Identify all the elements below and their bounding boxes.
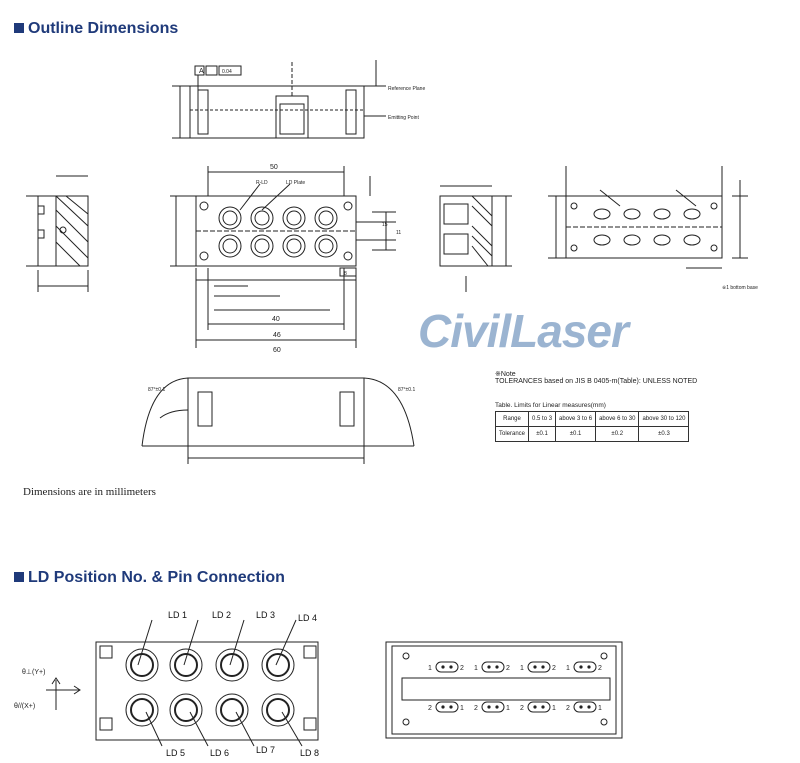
ld-1-label: LD 1 [168,610,187,620]
pin-connection-view [385,641,623,739]
pin-top-left-number: 1 [428,665,432,672]
pin-top-left-number: 1 [474,665,478,672]
ld-8-label: LD 8 [300,748,319,758]
dim-11-label: 11 [396,230,401,236]
table-cell: ±0.1 [555,426,597,442]
pin-bottom-right-number: 1 [552,705,556,712]
title-square-icon [14,572,24,582]
axis-y-label: θ⊥(Y+) [22,669,45,676]
dim-46-label: 46 [273,332,281,339]
ld-chip-label: R-LD [256,180,268,186]
angled-side-view [141,377,415,464]
pin-top-right-number: 2 [506,665,510,672]
ld-7-label: LD 7 [256,745,275,755]
pin-top-left-number: 1 [520,665,524,672]
ld-6-label: LD 6 [210,748,229,758]
emitting-point-label: Emitting Point [388,115,419,121]
pin-top-left-number: 1 [566,665,570,672]
pin-bottom-left-number: 2 [520,705,524,712]
ld-3-label: LD 3 [256,610,275,620]
ld-2-label: LD 2 [212,610,231,620]
ld-position-title: LD Position No. & Pin Connection [14,569,285,587]
table-caption: Table. Limits for Linear measures(mm) [495,402,606,409]
outline-dimensions-title-text: Outline Dimensions [28,20,179,37]
angle-right-label: 87°±0.1 [398,387,415,393]
side-section-view [439,185,512,292]
pin-top-right-number: 2 [552,665,556,672]
top-side-view [172,60,386,139]
tolerance-table: Range 0.5 to 3 above 3 to 6 above 6 to 3… [494,411,690,442]
dim-15-label: 15 [382,222,388,228]
angle-left-label: 87°±0.1 [148,387,165,393]
table-cell: ±0.3 [638,426,690,442]
table-cell: above 30 to 120 [638,411,690,427]
pin-top-right-number: 2 [460,665,464,672]
pin-bottom-left-number: 2 [474,705,478,712]
bottom-view [548,166,748,269]
table-cell: Range [494,411,530,427]
table-cell: 0.5 to 3 [528,411,557,427]
pin-bottom-right-number: 1 [506,705,510,712]
ld-4-label: LD 4 [298,613,317,623]
pin-bottom-right-number: 1 [460,705,464,712]
table-row: Range 0.5 to 3 above 3 to 6 above 6 to 3… [494,411,690,427]
table-cell: Tolerance [494,426,530,442]
outline-dimensions-title: Outline Dimensions [14,20,178,38]
bottom-base-note: ※1 bottom base [722,285,758,291]
table-cell: above 6 to 30 [595,411,640,427]
table-cell: ±0.1 [528,426,557,442]
title-square-icon [14,23,24,33]
pin-bottom-right-number: 1 [598,705,602,712]
tolerance-notes: ※Note TOLERANCES based on JIS B 0405-m(T… [494,370,735,442]
ld-5-label: LD 5 [166,748,185,758]
axis-x-label: θ//(X+) [14,703,35,710]
note-label: ※Note [495,371,516,378]
pin-bottom-left-number: 2 [428,705,432,712]
reference-plane-label: Reference Plane [388,86,425,92]
front-view-ld-holes [218,206,338,258]
pin-top-right-number: 2 [598,665,602,672]
dim-50-label: 50 [270,164,278,171]
ld-plate-label: LD Plate [286,180,305,186]
civillaser-watermark: CivilLaser [418,305,629,357]
table-row: Tolerance ±0.1 ±0.1 ±0.2 ±0.3 [494,426,690,442]
dim-60-label: 60 [273,347,281,354]
tolerance-statement: TOLERANCES based on JIS B 0405-m(Table):… [495,378,698,385]
ld-position-front [46,641,319,741]
datum-a-label: A [199,68,204,75]
dim-8-label: 8 [344,271,347,277]
table-cell: above 3 to 6 [555,411,597,427]
table-cell: ±0.2 [595,426,640,442]
ld-position-emitters [125,619,303,747]
left-side-view [26,175,89,292]
pin-bottom-left-number: 2 [566,705,570,712]
ld-position-title-text: LD Position No. & Pin Connection [28,569,285,586]
dimensions-note: Dimensions are in millimeters [23,486,156,498]
pin-dots [441,665,591,709]
front-view [170,166,396,348]
flatness-label: 0.04 [222,69,232,75]
dim-40-label: 40 [272,316,280,323]
